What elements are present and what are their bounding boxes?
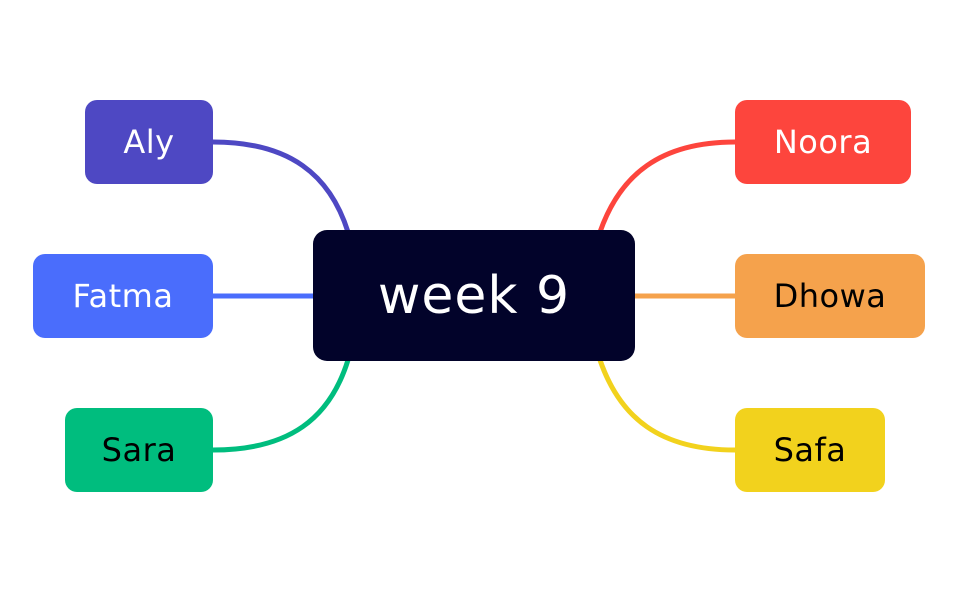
branch-node-dhowa[interactable]: Dhowa [735,254,925,338]
central-topic-node[interactable]: week 9 [313,230,635,361]
branch-node-sara[interactable]: Sara [65,408,213,492]
connector-noora [597,139,738,235]
connector-sara [210,357,351,453]
connector-aly [210,139,351,235]
branch-node-fatma[interactable]: Fatma [33,254,213,338]
branch-node-safa[interactable]: Safa [735,408,885,492]
branch-node-noora[interactable]: Noora [735,100,911,184]
branch-node-aly[interactable]: Aly [85,100,213,184]
connector-safa [597,357,738,453]
